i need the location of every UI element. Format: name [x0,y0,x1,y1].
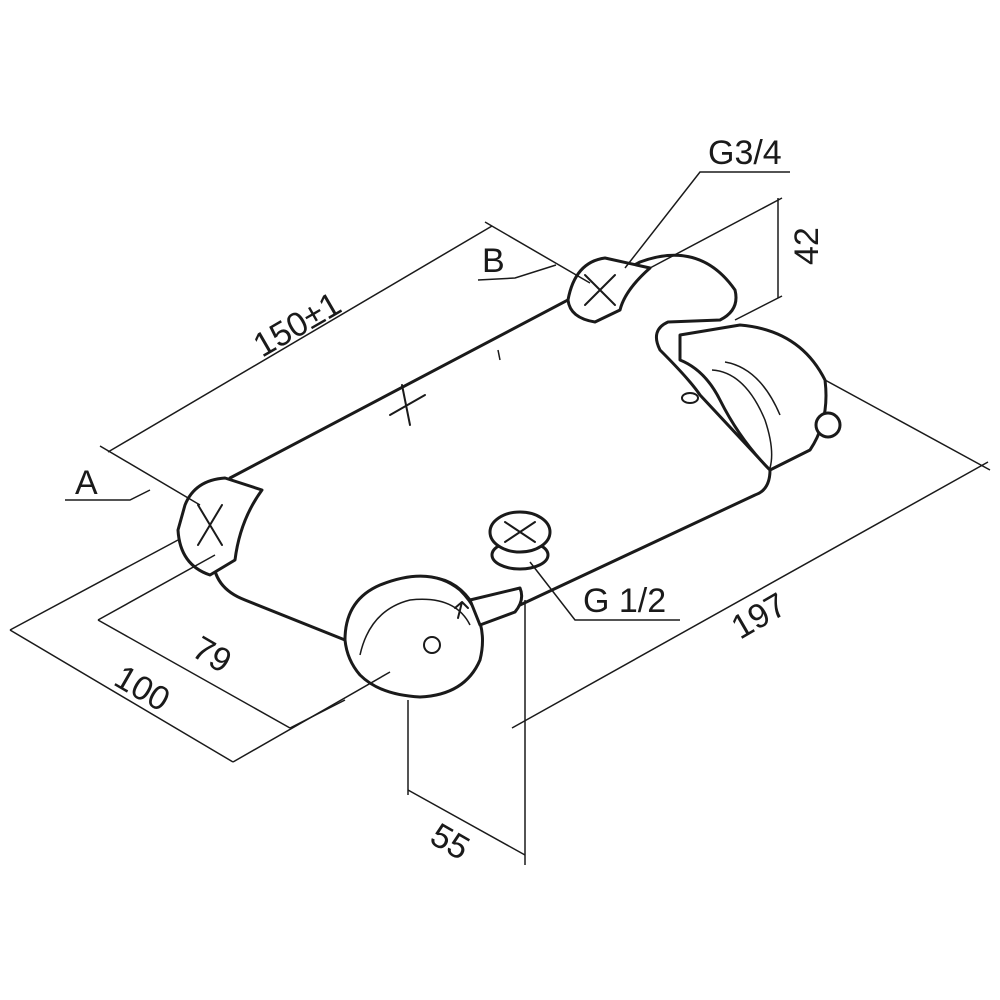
safety-button [814,411,842,439]
label-150: 150±1 [247,285,348,365]
dimension-150 [99,221,591,506]
label-a: A [75,464,98,502]
label-100: 100 [108,658,176,719]
label-b: B [482,242,505,280]
inlet-connector-a [176,476,264,577]
arrow-up-icon [454,601,469,619]
dimension-197 [511,379,991,729]
mixer-body [176,253,842,699]
dimension-79-100 [9,539,391,763]
label-g1-2: G 1/2 [583,582,666,620]
leader-lines [65,171,790,621]
dimension-42 [649,197,783,321]
body-hole [681,392,699,404]
label-197: 197 [725,586,793,647]
dimension-55 [407,600,526,865]
label-42: 42 [788,227,826,265]
inlet-connector-b [566,256,652,324]
label-g3-4: G3/4 [708,134,782,172]
volume-handle [343,574,484,699]
